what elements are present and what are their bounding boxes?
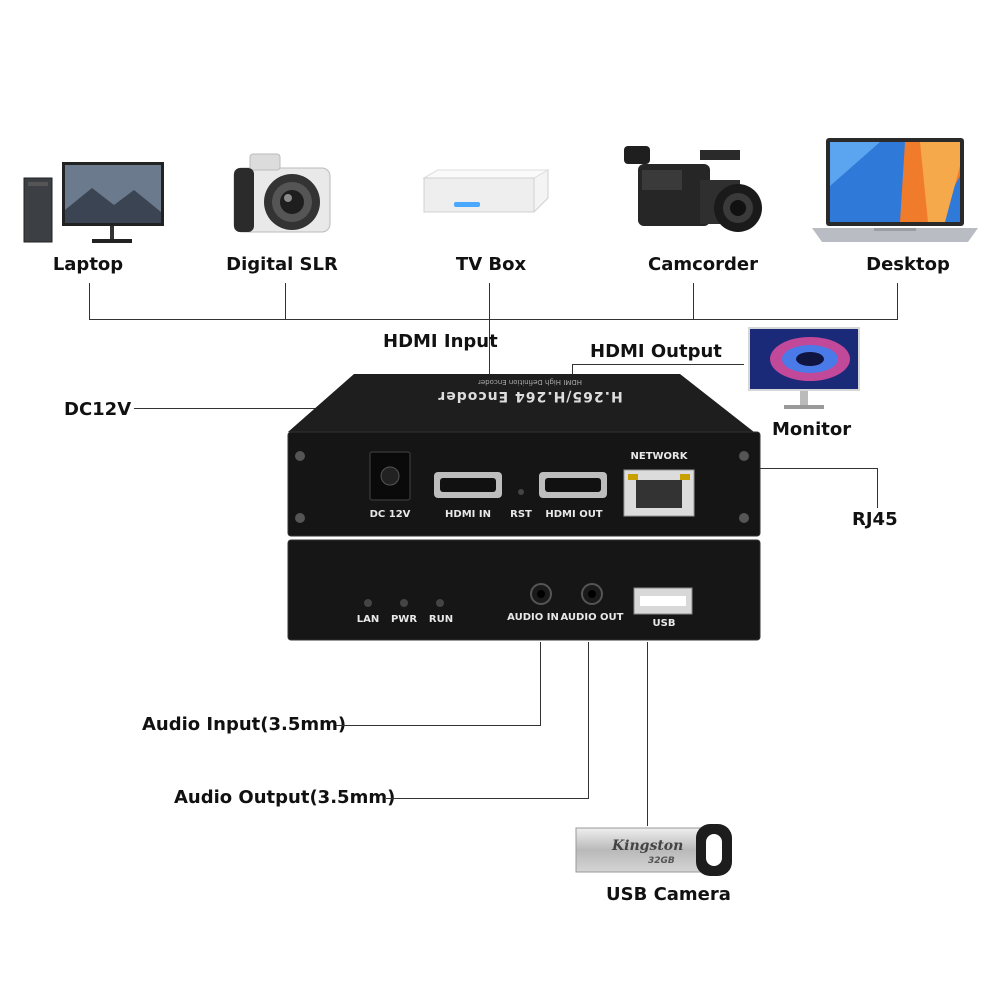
- dc12v-line: [134, 408, 394, 409]
- desktop-label: Desktop: [866, 254, 950, 275]
- tv-box-image: [422, 169, 550, 213]
- audio-in-port-label: AUDIO IN: [507, 612, 559, 623]
- audio-input-line: [336, 725, 541, 726]
- monitor-label: Monitor: [772, 419, 852, 440]
- encoder-title: H.265/H.264 Encoder: [437, 388, 623, 404]
- run-led-label: RUN: [428, 614, 454, 625]
- hdmi-input-label: HDMI Input: [383, 331, 498, 352]
- usb-stick-image: [575, 824, 732, 876]
- dc-port-label: DC 12V: [369, 509, 411, 520]
- hdmi-out-port-label: HDMI OUT: [545, 509, 603, 520]
- connector-line: [897, 283, 898, 319]
- connector-line: [89, 283, 90, 319]
- laptop-label: Laptop: [52, 254, 124, 275]
- usb-brand-logo: Kingston: [612, 838, 684, 854]
- rj45-line: [657, 468, 877, 469]
- audio-input-line: [540, 642, 541, 726]
- connector-line: [285, 283, 286, 319]
- usb-capacity-label: 32GB: [648, 856, 675, 866]
- digital-slr-label: Digital SLR: [226, 254, 338, 275]
- audio-output-line: [588, 642, 589, 799]
- connector-line: [89, 319, 898, 320]
- audio-output-label: Audio Output(3.5mm): [174, 787, 396, 808]
- connector-line: [693, 283, 694, 319]
- rj45-label: RJ45: [852, 509, 898, 530]
- audio-output-line: [386, 798, 589, 799]
- hdmi-output-label: HDMI Output: [590, 341, 722, 362]
- network-port-label: NETWORK: [630, 451, 688, 462]
- camcorder-image: [624, 146, 762, 232]
- usb-line: [647, 642, 648, 826]
- audio-out-port-label: AUDIO OUT: [560, 612, 624, 623]
- lan-led-label: LAN: [356, 614, 380, 625]
- camcorder-label: Camcorder: [648, 254, 758, 275]
- desktop-pc-image: [23, 162, 164, 243]
- audio-input-label: Audio Input(3.5mm): [142, 714, 347, 735]
- laptop-image: [812, 138, 978, 242]
- rst-port-label: RST: [510, 509, 532, 520]
- pwr-led-label: PWR: [390, 614, 418, 625]
- encoder-subtitle: HDMI High Definition Encoder: [477, 378, 583, 386]
- rj45-line: [877, 468, 878, 508]
- usb-port-label: USB: [652, 618, 676, 629]
- encoder-device-image: [287, 374, 761, 641]
- dslr-camera-image: [233, 153, 331, 233]
- tv-box-label: TV Box: [455, 254, 527, 275]
- monitor-image: [748, 327, 860, 409]
- hdmi-output-line: [572, 364, 744, 365]
- usb-camera-label: USB Camera: [606, 884, 731, 905]
- hdmi-in-port-label: HDMI IN: [445, 509, 491, 520]
- dc12v-label: DC12V: [64, 399, 132, 420]
